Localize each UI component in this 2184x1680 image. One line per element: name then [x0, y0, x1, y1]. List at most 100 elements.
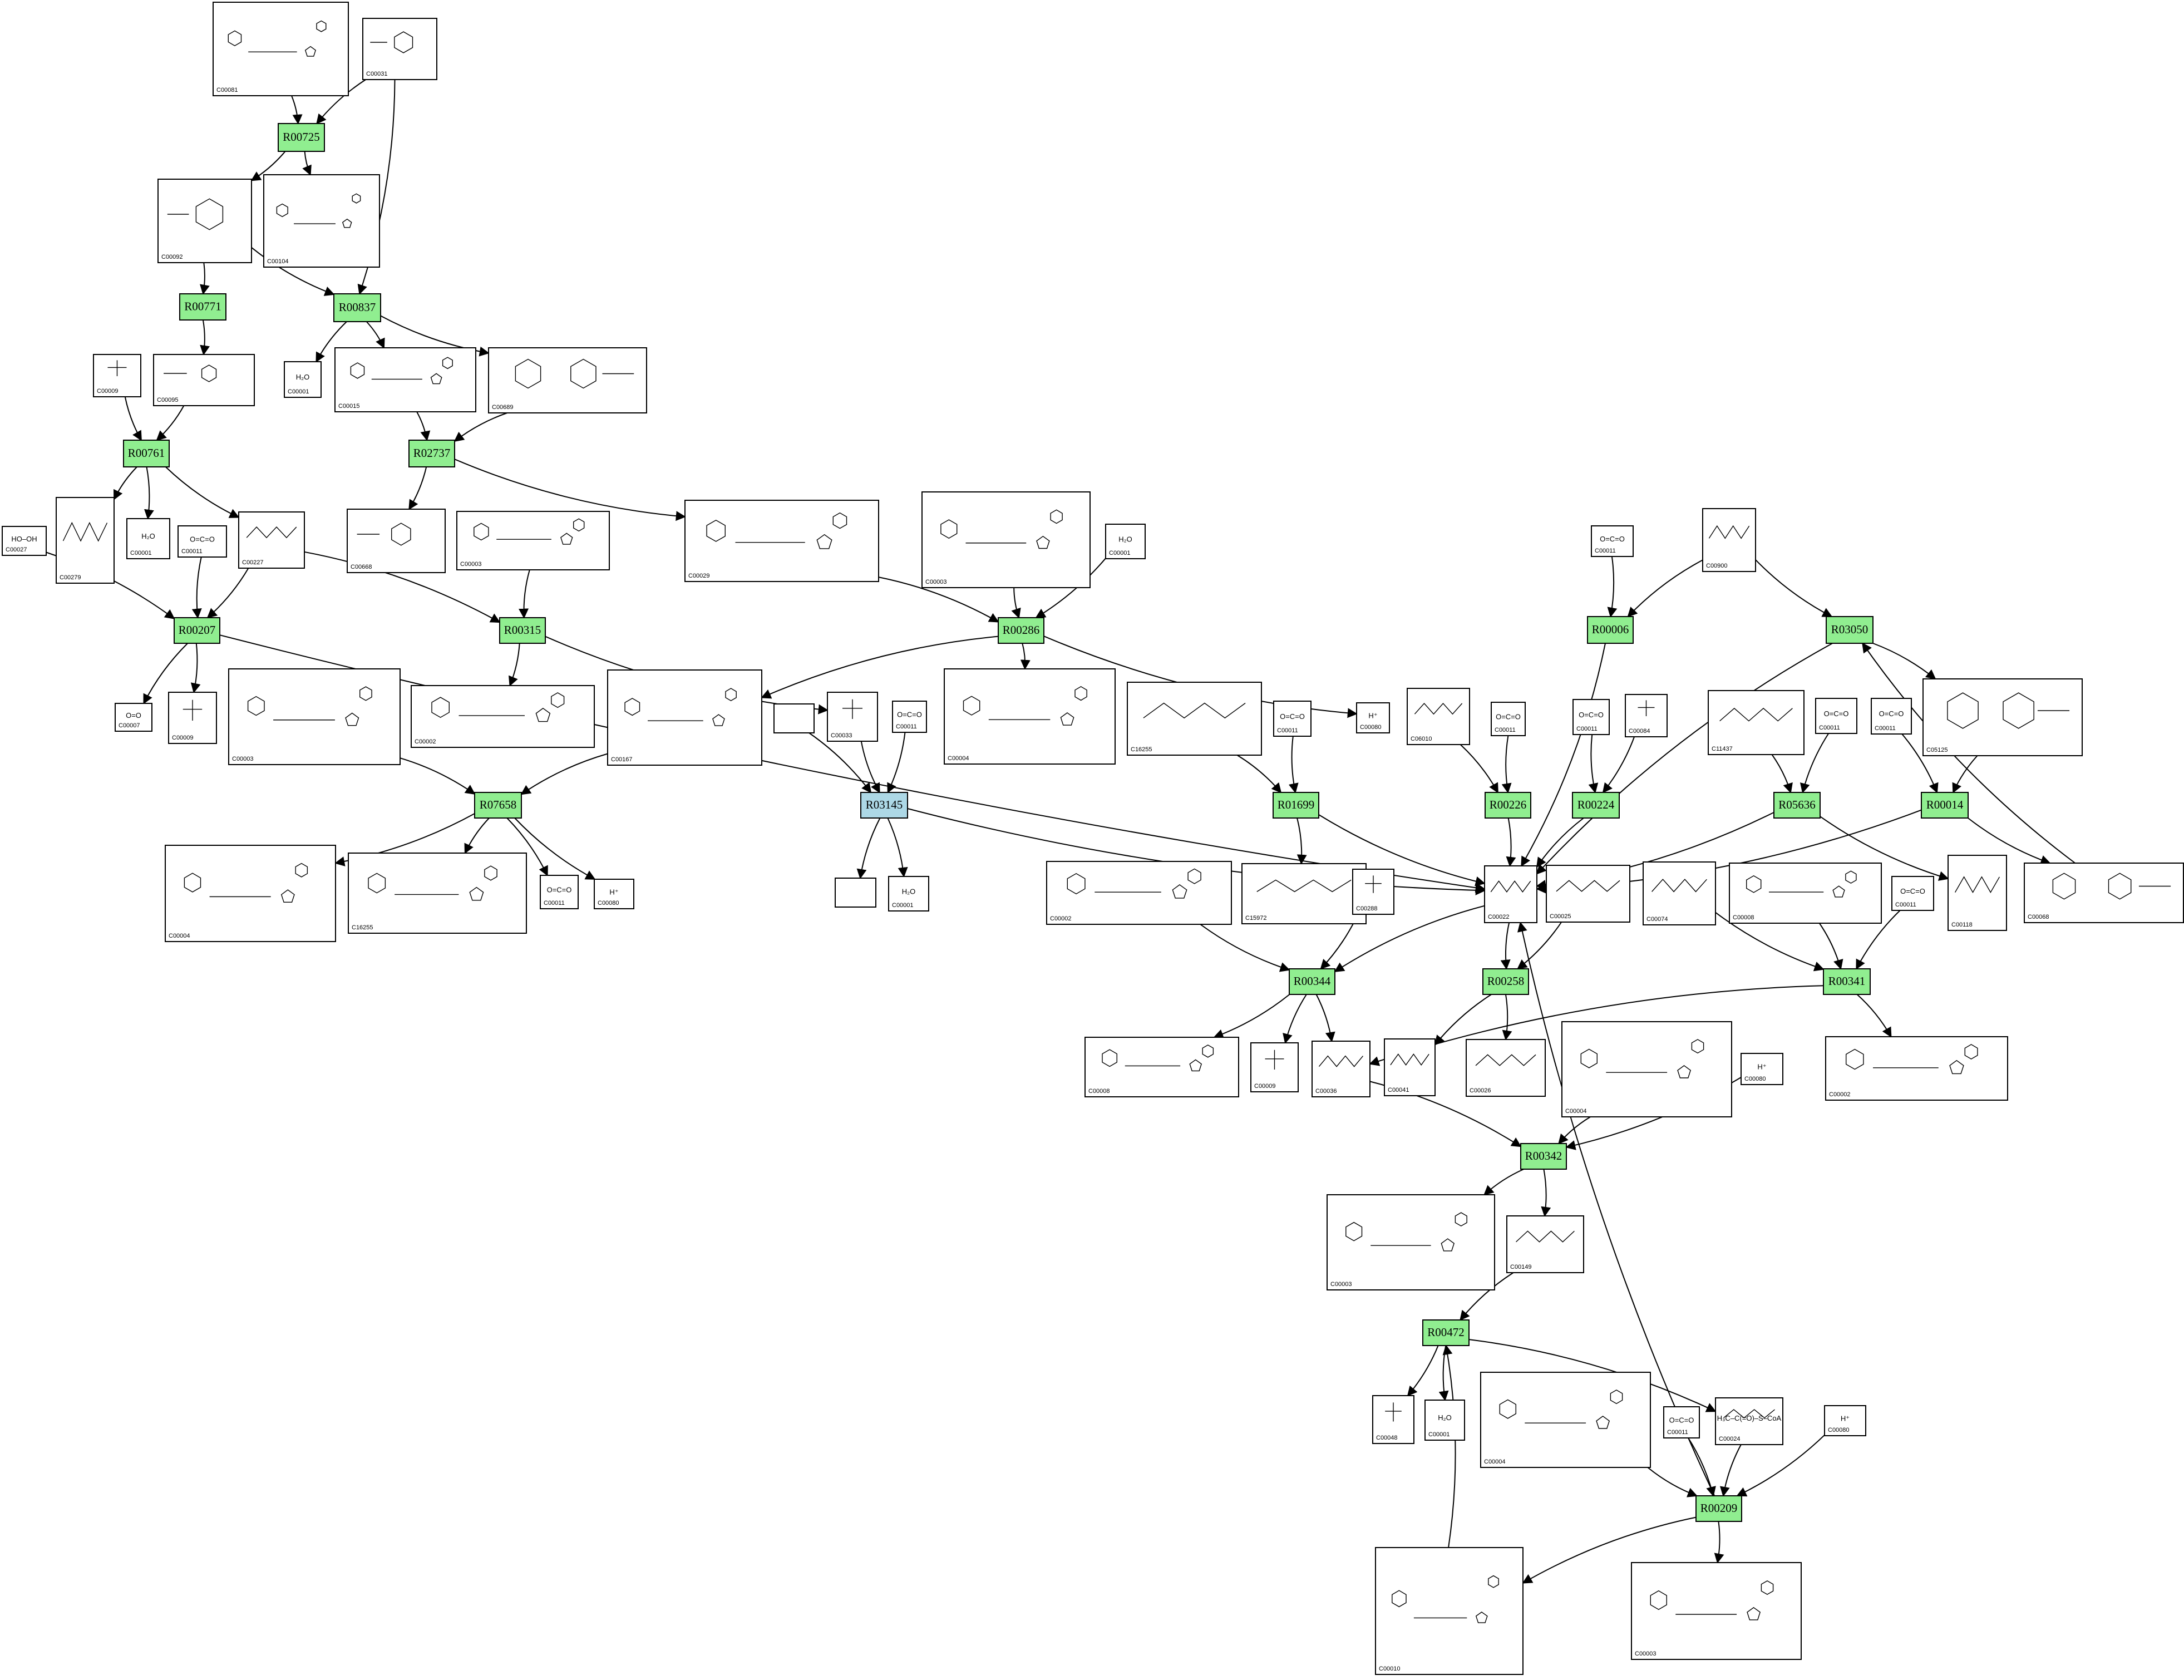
- reaction-node[interactable]: R00014: [1921, 792, 1969, 819]
- compound-node[interactable]: C00029: [684, 500, 879, 582]
- reaction-node[interactable]: R02737: [408, 440, 455, 467]
- compound-node[interactable]: C15972: [1241, 863, 1367, 924]
- compound-node[interactable]: C00010: [1375, 1547, 1524, 1675]
- reaction-node[interactable]: R00224: [1572, 792, 1620, 819]
- compound-node[interactable]: C00074: [1643, 861, 1716, 925]
- reaction-node[interactable]: R00286: [998, 617, 1044, 644]
- reaction-id-label: R00209: [1700, 1501, 1738, 1515]
- compound-node[interactable]: C00025: [1546, 865, 1630, 923]
- compound-node[interactable]: C00002: [411, 685, 595, 748]
- reaction-node[interactable]: R00315: [499, 617, 546, 644]
- compound-node[interactable]: C00668: [347, 509, 446, 573]
- compound-node[interactable]: [835, 878, 876, 908]
- compound-node[interactable]: H⁺C00080: [1356, 702, 1390, 733]
- compound-node[interactable]: C00092: [157, 179, 252, 263]
- reaction-node[interactable]: R00837: [333, 293, 381, 322]
- compound-node[interactable]: C00033: [827, 692, 878, 742]
- reaction-node[interactable]: R00771: [179, 293, 226, 321]
- reaction-node[interactable]: R00761: [123, 440, 170, 467]
- compound-node[interactable]: C16255: [1127, 682, 1262, 756]
- compound-node[interactable]: C00015: [334, 347, 476, 412]
- reaction-node[interactable]: R00226: [1485, 792, 1531, 819]
- compound-node[interactable]: C00004: [1480, 1372, 1651, 1468]
- compound-node[interactable]: C00002: [1825, 1036, 2008, 1101]
- compound-node[interactable]: C00026: [1466, 1039, 1546, 1097]
- compound-node[interactable]: C00008: [1084, 1037, 1239, 1097]
- compound-node[interactable]: C11437: [1708, 690, 1805, 755]
- compound-node[interactable]: C06010: [1407, 688, 1470, 745]
- compound-node[interactable]: C00009: [168, 692, 217, 744]
- compound-node[interactable]: C00003: [1631, 1562, 1802, 1660]
- compound-node[interactable]: C05125: [1922, 678, 2083, 756]
- compound-formula: H₃C–C(=O)–S–CoA: [1717, 1414, 1782, 1422]
- reaction-node[interactable]: R00344: [1289, 968, 1335, 995]
- reaction-node[interactable]: R00258: [1482, 968, 1529, 995]
- reaction-node[interactable]: R00209: [1695, 1495, 1742, 1522]
- compound-node[interactable]: C00288: [1352, 869, 1394, 915]
- compound-node[interactable]: H⁺C00080: [594, 879, 634, 909]
- compound-node[interactable]: H⁺C00080: [1824, 1405, 1866, 1436]
- compound-node[interactable]: C00036: [1312, 1041, 1370, 1097]
- compound-node[interactable]: C00081: [213, 2, 349, 96]
- compound-node[interactable]: C00068: [2024, 863, 2184, 923]
- compound-node[interactable]: C00022: [1484, 865, 1537, 923]
- compound-node[interactable]: C00004: [1561, 1021, 1732, 1117]
- compound-node[interactable]: C00048: [1372, 1395, 1414, 1444]
- compound-node[interactable]: C00031: [362, 18, 437, 80]
- compound-node[interactable]: C00041: [1384, 1038, 1436, 1096]
- compound-node[interactable]: C16255: [348, 853, 527, 934]
- compound-node[interactable]: [773, 703, 815, 733]
- compound-node[interactable]: H⁺C00080: [1741, 1053, 1783, 1085]
- compound-node[interactable]: C00095: [153, 354, 255, 406]
- compound-node[interactable]: C00008: [1729, 863, 1882, 924]
- reaction-node[interactable]: R00341: [1823, 968, 1871, 995]
- reaction-node[interactable]: R03050: [1826, 616, 1874, 644]
- compound-node[interactable]: C00003: [228, 668, 401, 765]
- reaction-node[interactable]: R01699: [1273, 792, 1319, 819]
- reaction-node[interactable]: R07658: [474, 792, 522, 819]
- reaction-node[interactable]: R00207: [174, 617, 220, 644]
- reaction-node[interactable]: R03145: [860, 792, 908, 819]
- compound-node[interactable]: C00009: [1250, 1042, 1299, 1092]
- compound-node[interactable]: C00004: [944, 668, 1116, 765]
- compound-node[interactable]: C00003: [456, 511, 610, 570]
- compound-node[interactable]: C00689: [488, 347, 647, 413]
- reaction-node[interactable]: R00006: [1587, 616, 1634, 644]
- compound-node[interactable]: C00003: [1327, 1194, 1495, 1290]
- compound-node[interactable]: C00003: [921, 491, 1091, 588]
- reaction-node[interactable]: R05636: [1773, 792, 1821, 819]
- reaction-node[interactable]: R00472: [1422, 1319, 1470, 1346]
- compound-node[interactable]: C00004: [165, 845, 336, 942]
- reaction-node[interactable]: R00342: [1520, 1143, 1567, 1170]
- compound-node[interactable]: C00084: [1625, 694, 1668, 737]
- compound-node[interactable]: C00227: [238, 511, 305, 569]
- compound-node[interactable]: C00009: [93, 354, 141, 397]
- compound-node[interactable]: C00900: [1702, 508, 1756, 572]
- compound-node[interactable]: C00118: [1948, 855, 2007, 931]
- compound-node[interactable]: C00167: [607, 669, 762, 766]
- reaction-node[interactable]: R00725: [278, 123, 325, 152]
- compound-node[interactable]: C00149: [1506, 1215, 1584, 1273]
- compound-node[interactable]: C00104: [263, 174, 380, 268]
- compound-node[interactable]: C00279: [56, 497, 115, 584]
- compound-node[interactable]: C00002: [1046, 861, 1232, 925]
